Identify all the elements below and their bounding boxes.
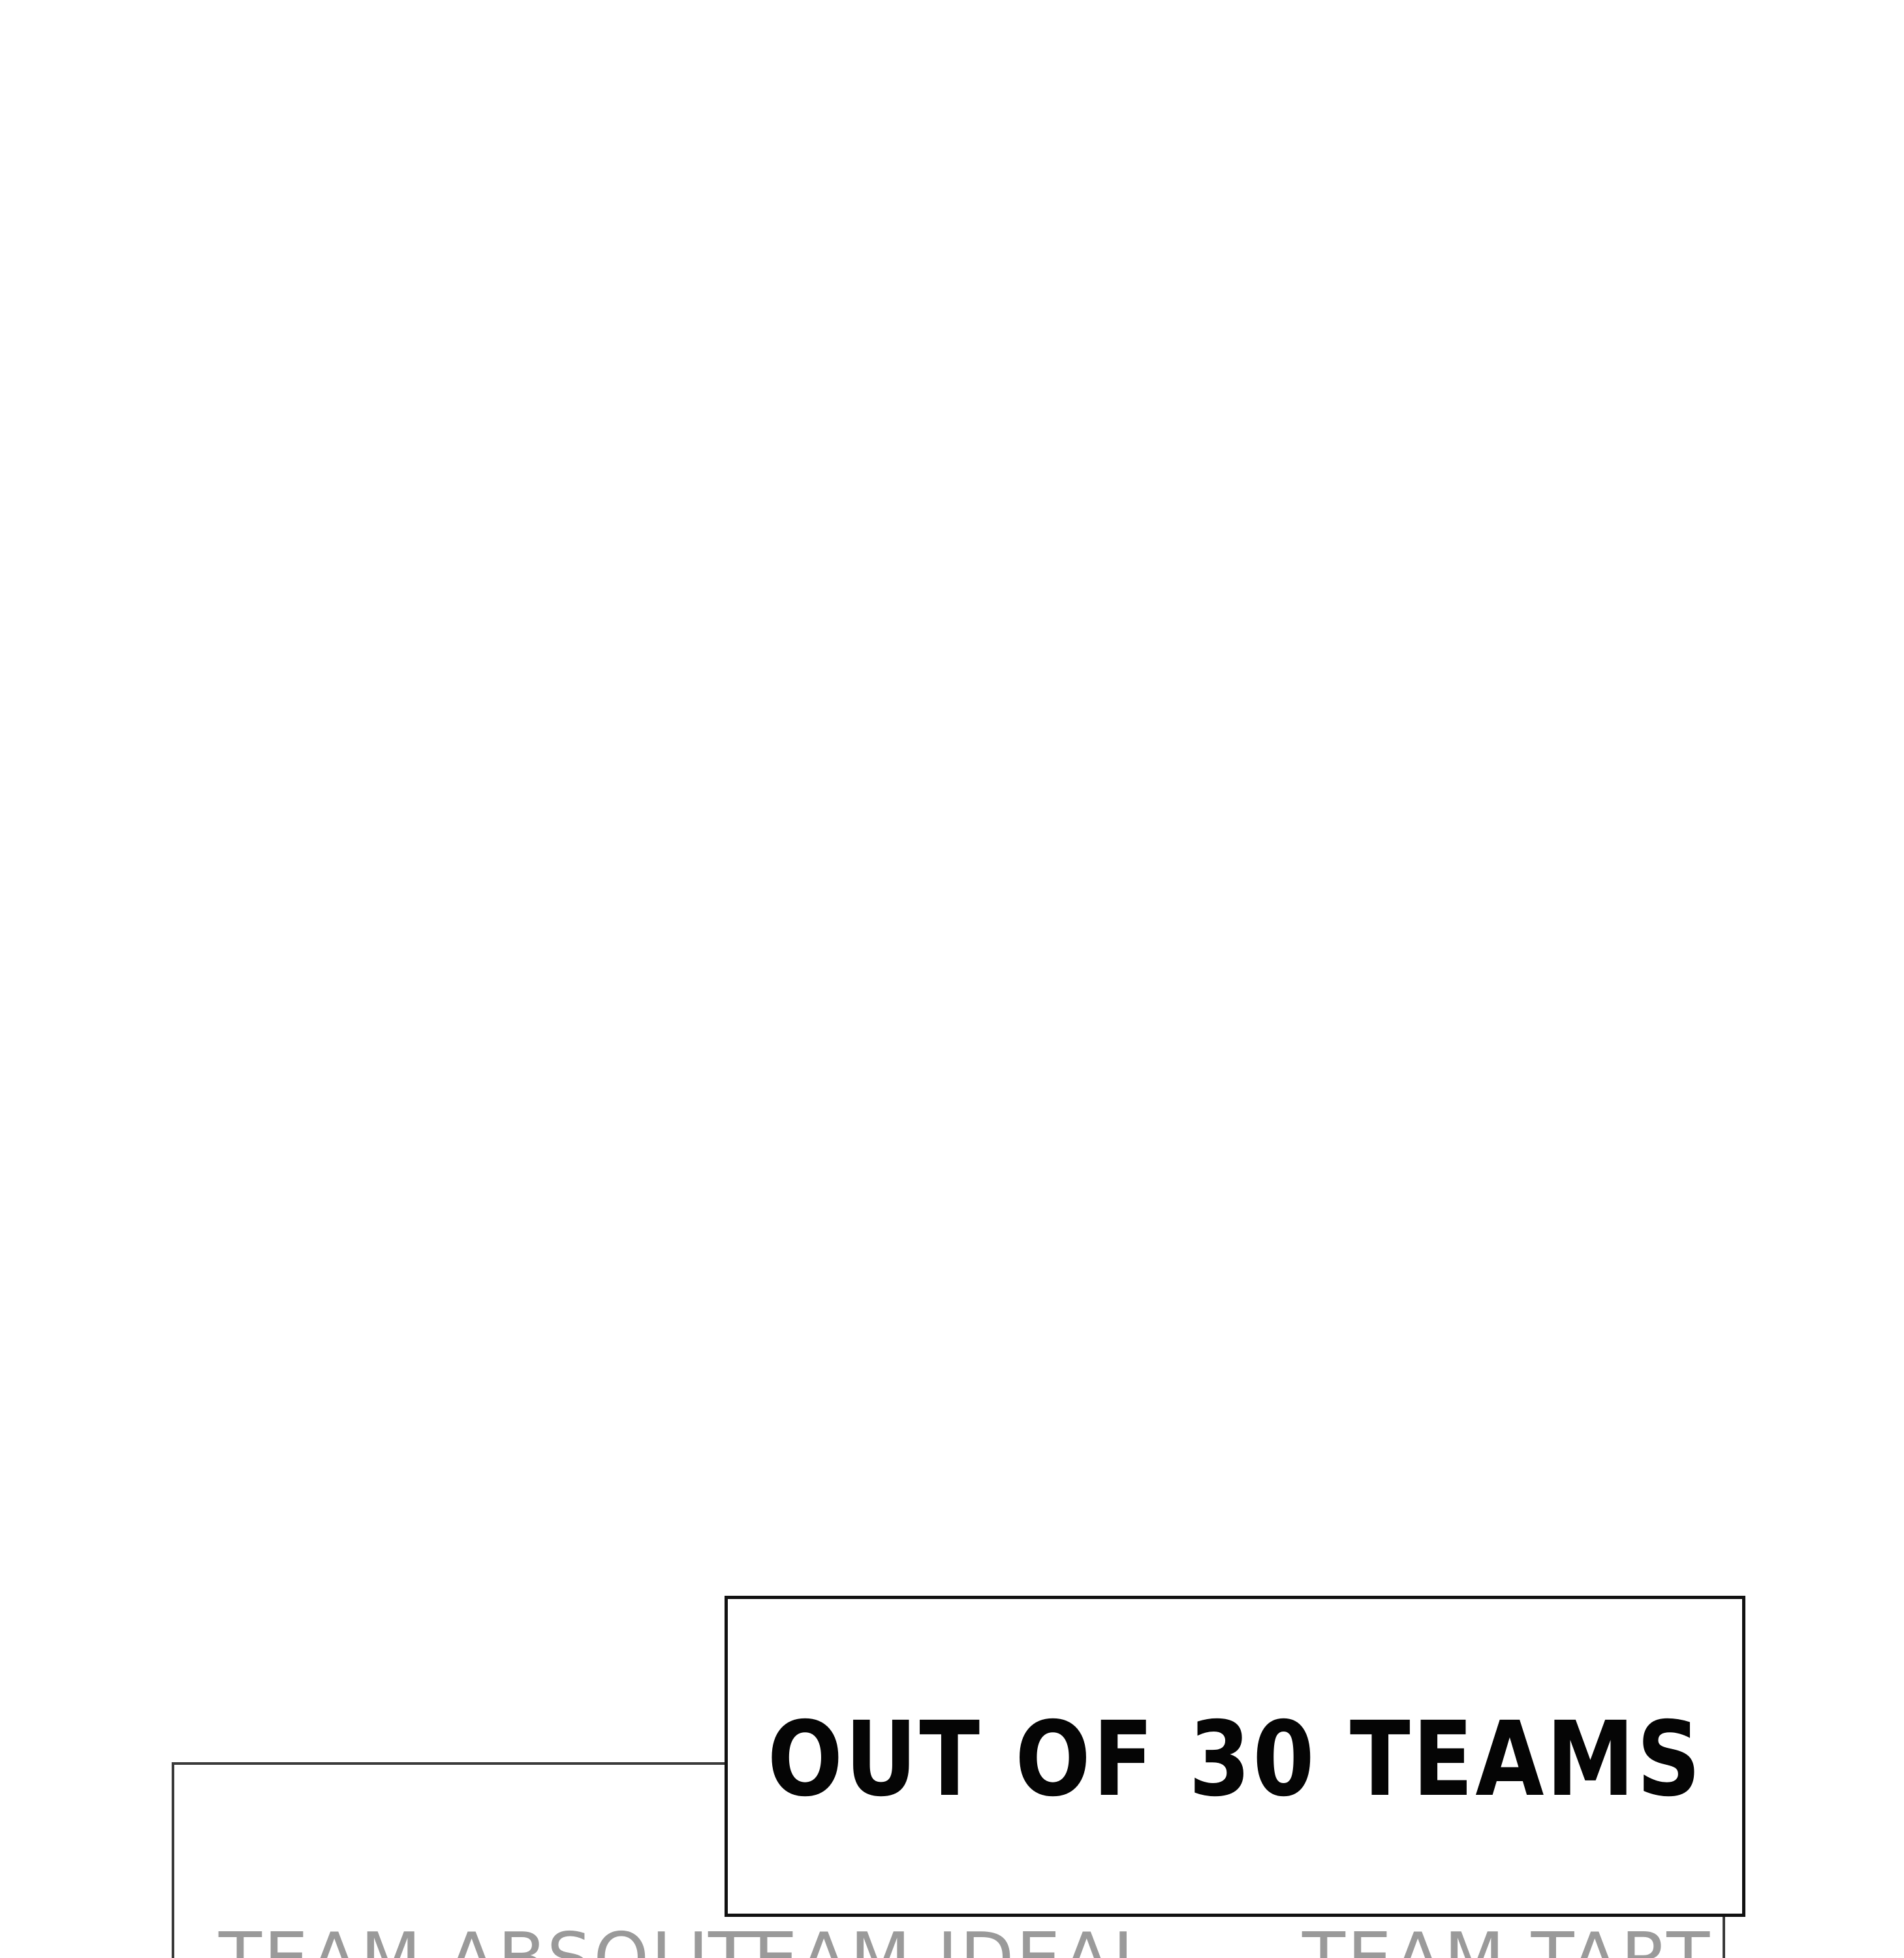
team-label-tart: TEAM TART — [1302, 1924, 1711, 1958]
caption-text: OUT OF 30 TEAMS — [767, 1700, 1703, 1820]
team-label-absolut: TEAM ABSOLUT — [219, 1924, 787, 1958]
caption-box: OUT OF 30 TEAMS — [725, 1596, 1745, 1917]
team-label-ideal: TEAM IDEAL — [708, 1924, 1154, 1958]
